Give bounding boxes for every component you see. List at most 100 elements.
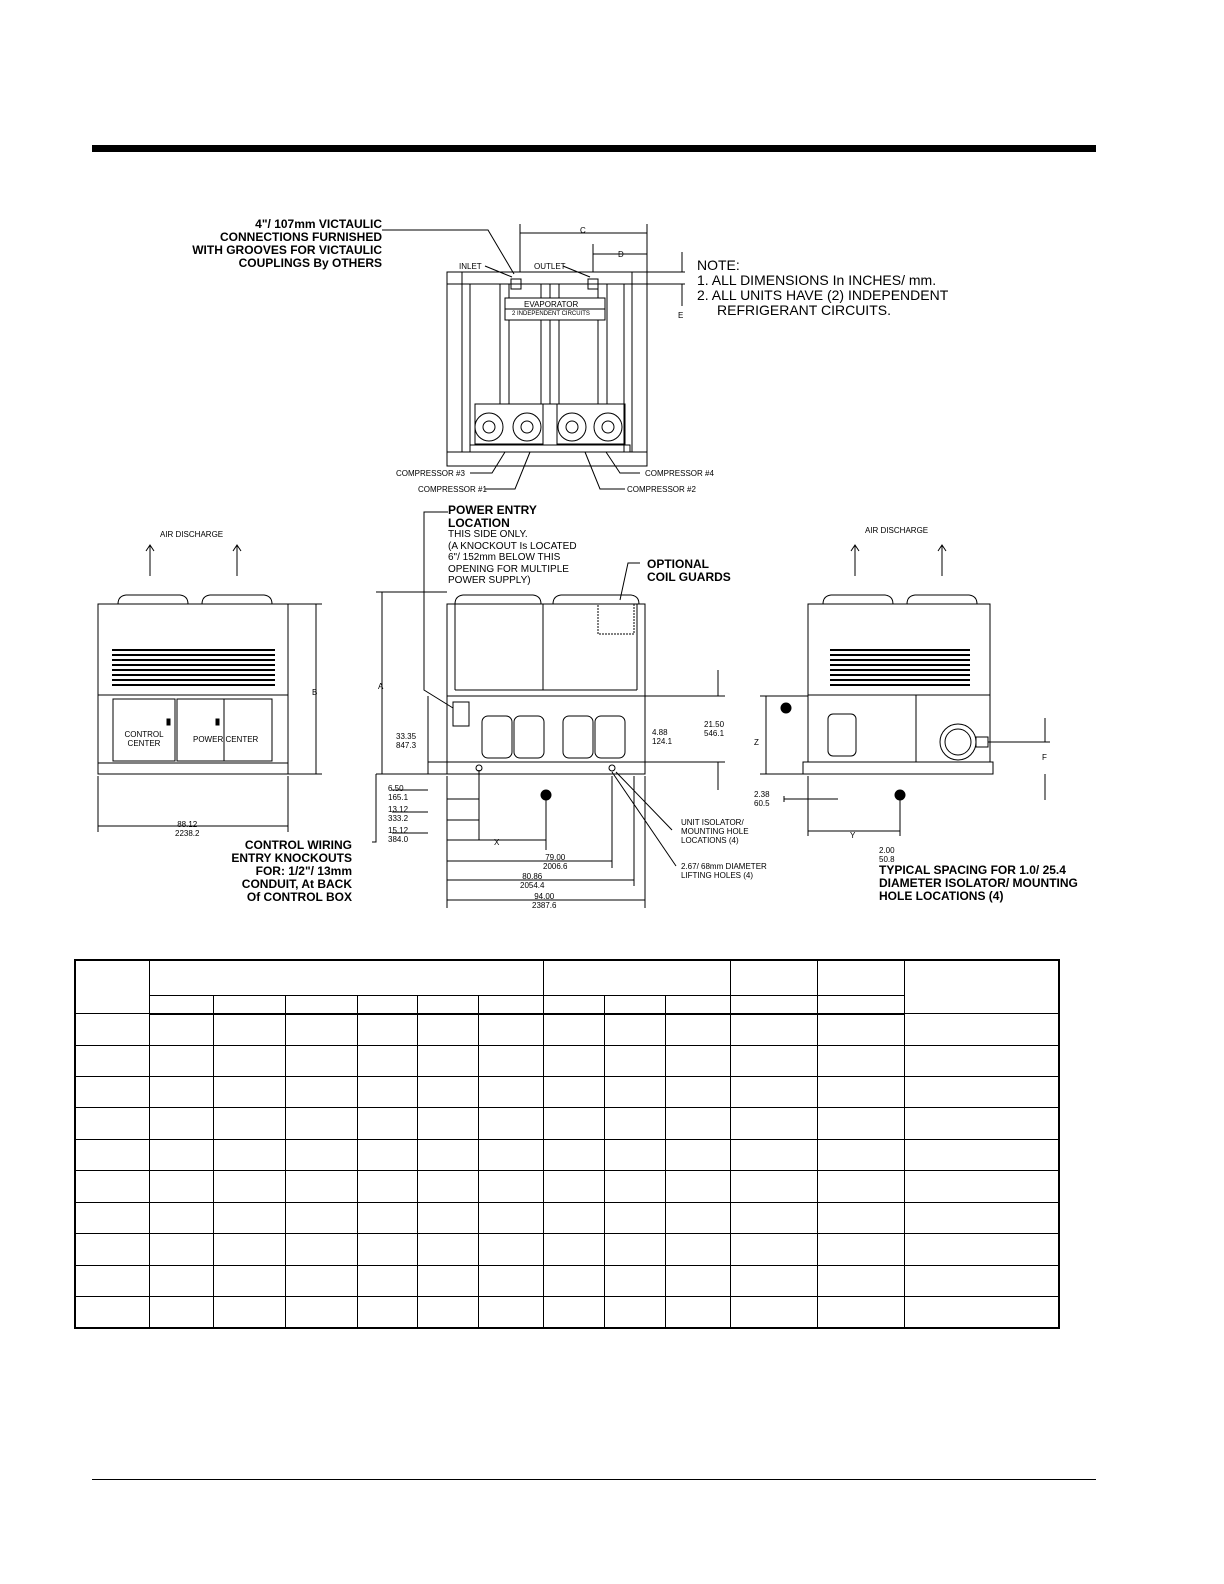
table-cell — [542, 1201, 605, 1235]
table-cell — [416, 1296, 479, 1329]
table-cell — [212, 1201, 286, 1235]
table-cell — [603, 1201, 666, 1235]
table-cell — [416, 1138, 479, 1172]
table-cell — [477, 1013, 544, 1046]
table-cell — [74, 1044, 150, 1078]
table-cell — [416, 1233, 479, 1266]
dim-94-00-mm: 2387.6 — [532, 901, 557, 910]
lifting-holes-line-1: 2.67/ 68mm DIAMETER — [681, 862, 767, 871]
dim-15-12-in: 15.12 — [388, 826, 409, 835]
dim-width-front: 88.12 2238.2 — [175, 820, 199, 838]
table-row — [74, 1233, 1060, 1266]
dim-6-50-in: 6.50 — [388, 784, 404, 793]
table-cell — [603, 1264, 666, 1298]
table-header-row-2 — [75, 995, 1059, 1015]
power-entry-line-1: POWER ENTRY — [448, 503, 537, 517]
power-entry-line-2: LOCATION — [448, 516, 510, 530]
dim-e: E — [678, 311, 684, 320]
header-cell-model — [74, 959, 150, 1015]
inlet-label: INLET — [459, 262, 482, 271]
table-cell — [477, 1170, 544, 1203]
sub-header — [603, 995, 666, 1015]
dim-94-00-in: 94.00 — [534, 892, 555, 901]
table-cell — [416, 1076, 479, 1109]
table-cell — [816, 1296, 905, 1329]
sub-header — [664, 995, 731, 1015]
table-cell — [664, 1013, 731, 1046]
table-cell — [729, 1296, 818, 1329]
table-cell — [816, 1044, 905, 1078]
table-cell — [903, 1233, 1060, 1266]
right-compressor — [827, 713, 857, 757]
table-cell — [477, 1264, 544, 1298]
general-note: NOTE: 1. ALL DIMENSIONS In INCHES/ mm. 2… — [697, 258, 948, 318]
table-cell — [148, 1044, 214, 1078]
table-row — [74, 1044, 1060, 1078]
table-cell — [903, 1170, 1060, 1203]
dim-6-50-mm: 165.1 — [388, 793, 409, 802]
header-cell-last — [903, 959, 1060, 1015]
table-cell — [74, 1013, 150, 1046]
table-body — [74, 1013, 1060, 1329]
table-cell — [542, 1264, 605, 1298]
table-cell — [416, 1264, 479, 1298]
top-view-header — [461, 271, 633, 285]
dim-4-88-in: 4.88 — [652, 728, 668, 737]
table-cell — [542, 1296, 605, 1329]
dim-33-35: 33.35 847.3 — [396, 732, 416, 750]
table-cell — [74, 1138, 150, 1172]
header-group-1 — [148, 959, 544, 996]
table-cell — [664, 1107, 731, 1140]
table-cell — [816, 1107, 905, 1140]
air-discharge-left: AIR DISCHARGE — [160, 530, 224, 539]
control-wiring-line-2: ENTRY KNOCKOUTS — [231, 851, 352, 865]
table-cell — [284, 1107, 358, 1140]
table-cell — [212, 1233, 286, 1266]
dim-2-00: 2.00 50.8 — [879, 846, 895, 864]
table-cell — [148, 1138, 214, 1172]
table-cell — [212, 1013, 286, 1046]
table-cell — [74, 1107, 150, 1140]
table-cell — [729, 1233, 818, 1266]
table-cell — [148, 1107, 214, 1140]
table-cell — [729, 1044, 818, 1078]
table-cell — [148, 1170, 214, 1203]
dim-b: B — [312, 688, 318, 697]
dim-2-38-in: 2.38 — [754, 790, 770, 799]
table-cell — [284, 1076, 358, 1109]
table-cell — [903, 1107, 1060, 1140]
table-cell — [477, 1076, 544, 1109]
table-cell — [477, 1107, 544, 1140]
dim-d: D — [618, 250, 624, 259]
lifting-holes-callout: 2.67/ 68mm DIAMETER LIFTING HOLES (4) — [681, 862, 767, 880]
table-cell — [74, 1233, 150, 1266]
top-rule — [92, 145, 1096, 152]
table-cell — [664, 1076, 731, 1109]
table-cell — [416, 1107, 479, 1140]
power-entry-note: THIS SIDE ONLY. (A KNOCKOUT Is LOCATED 6… — [448, 529, 577, 587]
table-cell — [477, 1138, 544, 1172]
dim-a: A — [378, 682, 384, 691]
table-row — [74, 1076, 1060, 1109]
side-compressors — [481, 715, 626, 759]
table-cell — [212, 1044, 286, 1078]
table-cell — [356, 1233, 418, 1266]
table-cell — [603, 1013, 666, 1046]
dim-width-in: 88.12 — [177, 820, 198, 829]
table-cell — [542, 1076, 605, 1109]
table-row — [74, 1296, 1060, 1329]
table-cell — [729, 1013, 818, 1046]
table-cell — [416, 1044, 479, 1078]
table-cell — [212, 1264, 286, 1298]
dim-2-00-mm: 50.8 — [879, 855, 895, 864]
sub-header — [816, 995, 905, 1015]
left-unit-body — [97, 603, 289, 775]
table-row — [74, 1201, 1060, 1235]
table-cell — [603, 1044, 666, 1078]
top-view — [382, 224, 685, 490]
header-group-2 — [542, 959, 731, 996]
compressor-3-label: COMPRESSOR #3 — [396, 469, 465, 478]
power-entry-box — [452, 701, 470, 727]
table-cell — [284, 1170, 358, 1203]
